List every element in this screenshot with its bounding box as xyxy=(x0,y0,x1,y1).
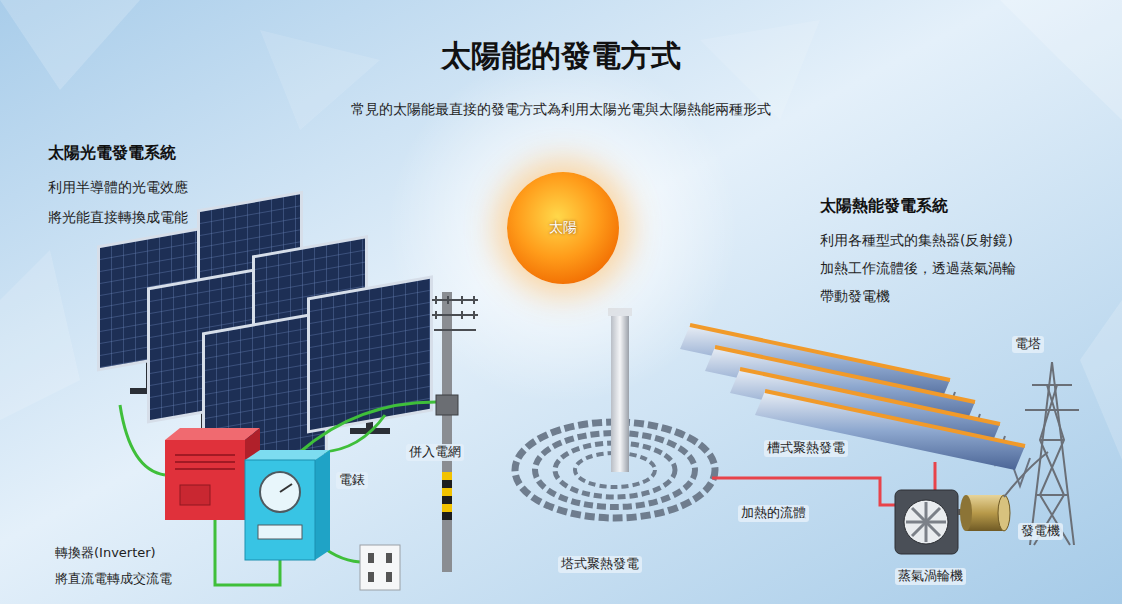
heated-fluid-pipe xyxy=(712,478,895,505)
utility-pole xyxy=(473,296,475,304)
utility-pole xyxy=(432,314,478,316)
utility-pole xyxy=(436,395,458,415)
part-label: 電錶 xyxy=(336,472,368,489)
part-label: 槽式聚熱發電 xyxy=(764,440,848,457)
power-outlet xyxy=(360,545,400,590)
parabolic-troughs xyxy=(680,325,1030,486)
steam-turbine xyxy=(895,490,958,554)
utility-pole xyxy=(461,296,463,304)
solar-tower xyxy=(608,308,632,316)
steam-turbine xyxy=(912,508,940,536)
solar-panel-array xyxy=(307,275,433,433)
part-label: 併入電網 xyxy=(406,444,464,461)
section-heading: 太陽熱能發電系統 xyxy=(820,196,948,217)
part-label: 電塔 xyxy=(1012,336,1044,353)
section-description: 利用半導體的光電效應 將光能直接轉換成電能 xyxy=(48,172,196,232)
inverter-box xyxy=(165,440,245,520)
section-description: 利用各種型式的集熱器(反射鏡) 加熱工作流體後，透過蒸氣渦輪 帶動發電機 xyxy=(820,226,1027,310)
background xyxy=(1080,300,1122,460)
utility-pole xyxy=(432,292,478,572)
utility-pole xyxy=(442,480,452,488)
electric-meter xyxy=(245,450,330,560)
solar-tower xyxy=(611,312,629,472)
transmission-tower xyxy=(1034,385,1070,545)
part-label: 發電機 xyxy=(1018,523,1063,540)
utility-pole xyxy=(435,296,437,304)
transmission-tower xyxy=(1037,440,1067,495)
background xyxy=(0,0,140,90)
power-outlet xyxy=(360,545,400,590)
solar-panel-array xyxy=(310,279,430,430)
inverter-box xyxy=(175,468,235,470)
generator xyxy=(960,495,972,531)
utility-pole xyxy=(442,488,452,496)
power-outlet xyxy=(368,572,374,582)
generator xyxy=(998,495,1010,531)
electric-meter xyxy=(260,472,300,512)
utility-pole xyxy=(447,296,449,304)
utility-pole xyxy=(473,311,475,319)
electric-meter xyxy=(280,484,292,492)
inverter-box xyxy=(165,428,260,440)
utility-pole xyxy=(442,472,452,512)
utility-pole xyxy=(442,472,452,480)
subtitle: 常見的太陽能最直接的發電方式為利用太陽光電與太陽熱能兩種形式 xyxy=(351,100,771,118)
background xyxy=(1000,0,1122,120)
solar-panel-array xyxy=(307,275,433,433)
utility-pole xyxy=(442,512,452,520)
utility-pole xyxy=(434,329,476,331)
power-outlet xyxy=(386,553,392,563)
transmission-tower xyxy=(1030,362,1074,545)
generator xyxy=(958,452,1048,531)
section-heading: 太陽光電發電系統 xyxy=(48,143,176,164)
parabolic-troughs xyxy=(755,391,1025,470)
power-outlet xyxy=(386,572,392,582)
utility-pole xyxy=(442,292,452,572)
solar-tower xyxy=(608,308,632,472)
background xyxy=(0,250,80,420)
steam-turbine xyxy=(912,508,940,536)
parabolic-troughs xyxy=(765,391,1025,446)
part-label: 塔式聚熱發電 xyxy=(558,556,642,573)
utility-pole xyxy=(442,480,452,520)
utility-pole xyxy=(461,311,463,319)
solar-panel-array xyxy=(97,191,433,479)
utility-pole xyxy=(432,296,478,330)
transmission-tower xyxy=(1025,385,1079,410)
utility-pole xyxy=(432,299,478,301)
part-label: 加熱的流體 xyxy=(738,505,809,522)
power-outlet xyxy=(368,553,374,563)
diagram-title: 太陽能的發電方式 xyxy=(441,36,681,77)
steam-turbine xyxy=(904,500,948,544)
sun-circle: 太陽 xyxy=(507,172,619,284)
inverter-box xyxy=(175,455,235,469)
inverter-box xyxy=(175,454,235,456)
green-wires xyxy=(322,415,385,452)
electric-meter xyxy=(258,525,302,539)
electric-meter xyxy=(315,450,330,560)
electric-meter xyxy=(245,460,315,560)
utility-pole xyxy=(435,311,437,319)
part-label: 轉換器(Inverter) 將直流電轉成交流電 xyxy=(55,540,180,592)
generator xyxy=(1004,452,1048,497)
heated-fluid-pipe xyxy=(934,462,937,490)
inverter-box xyxy=(175,461,235,463)
steam-turbine xyxy=(895,490,958,554)
transmission-tower xyxy=(1025,362,1079,545)
utility-pole xyxy=(442,504,452,512)
part-label: 蒸氣渦輪機 xyxy=(895,568,966,585)
parabolic-troughs xyxy=(680,325,1025,470)
steam-turbine xyxy=(906,502,946,542)
inverter-box xyxy=(180,485,210,505)
utility-pole xyxy=(442,496,452,504)
sun-label: 太陽 xyxy=(549,219,577,237)
green-wires xyxy=(120,405,165,475)
